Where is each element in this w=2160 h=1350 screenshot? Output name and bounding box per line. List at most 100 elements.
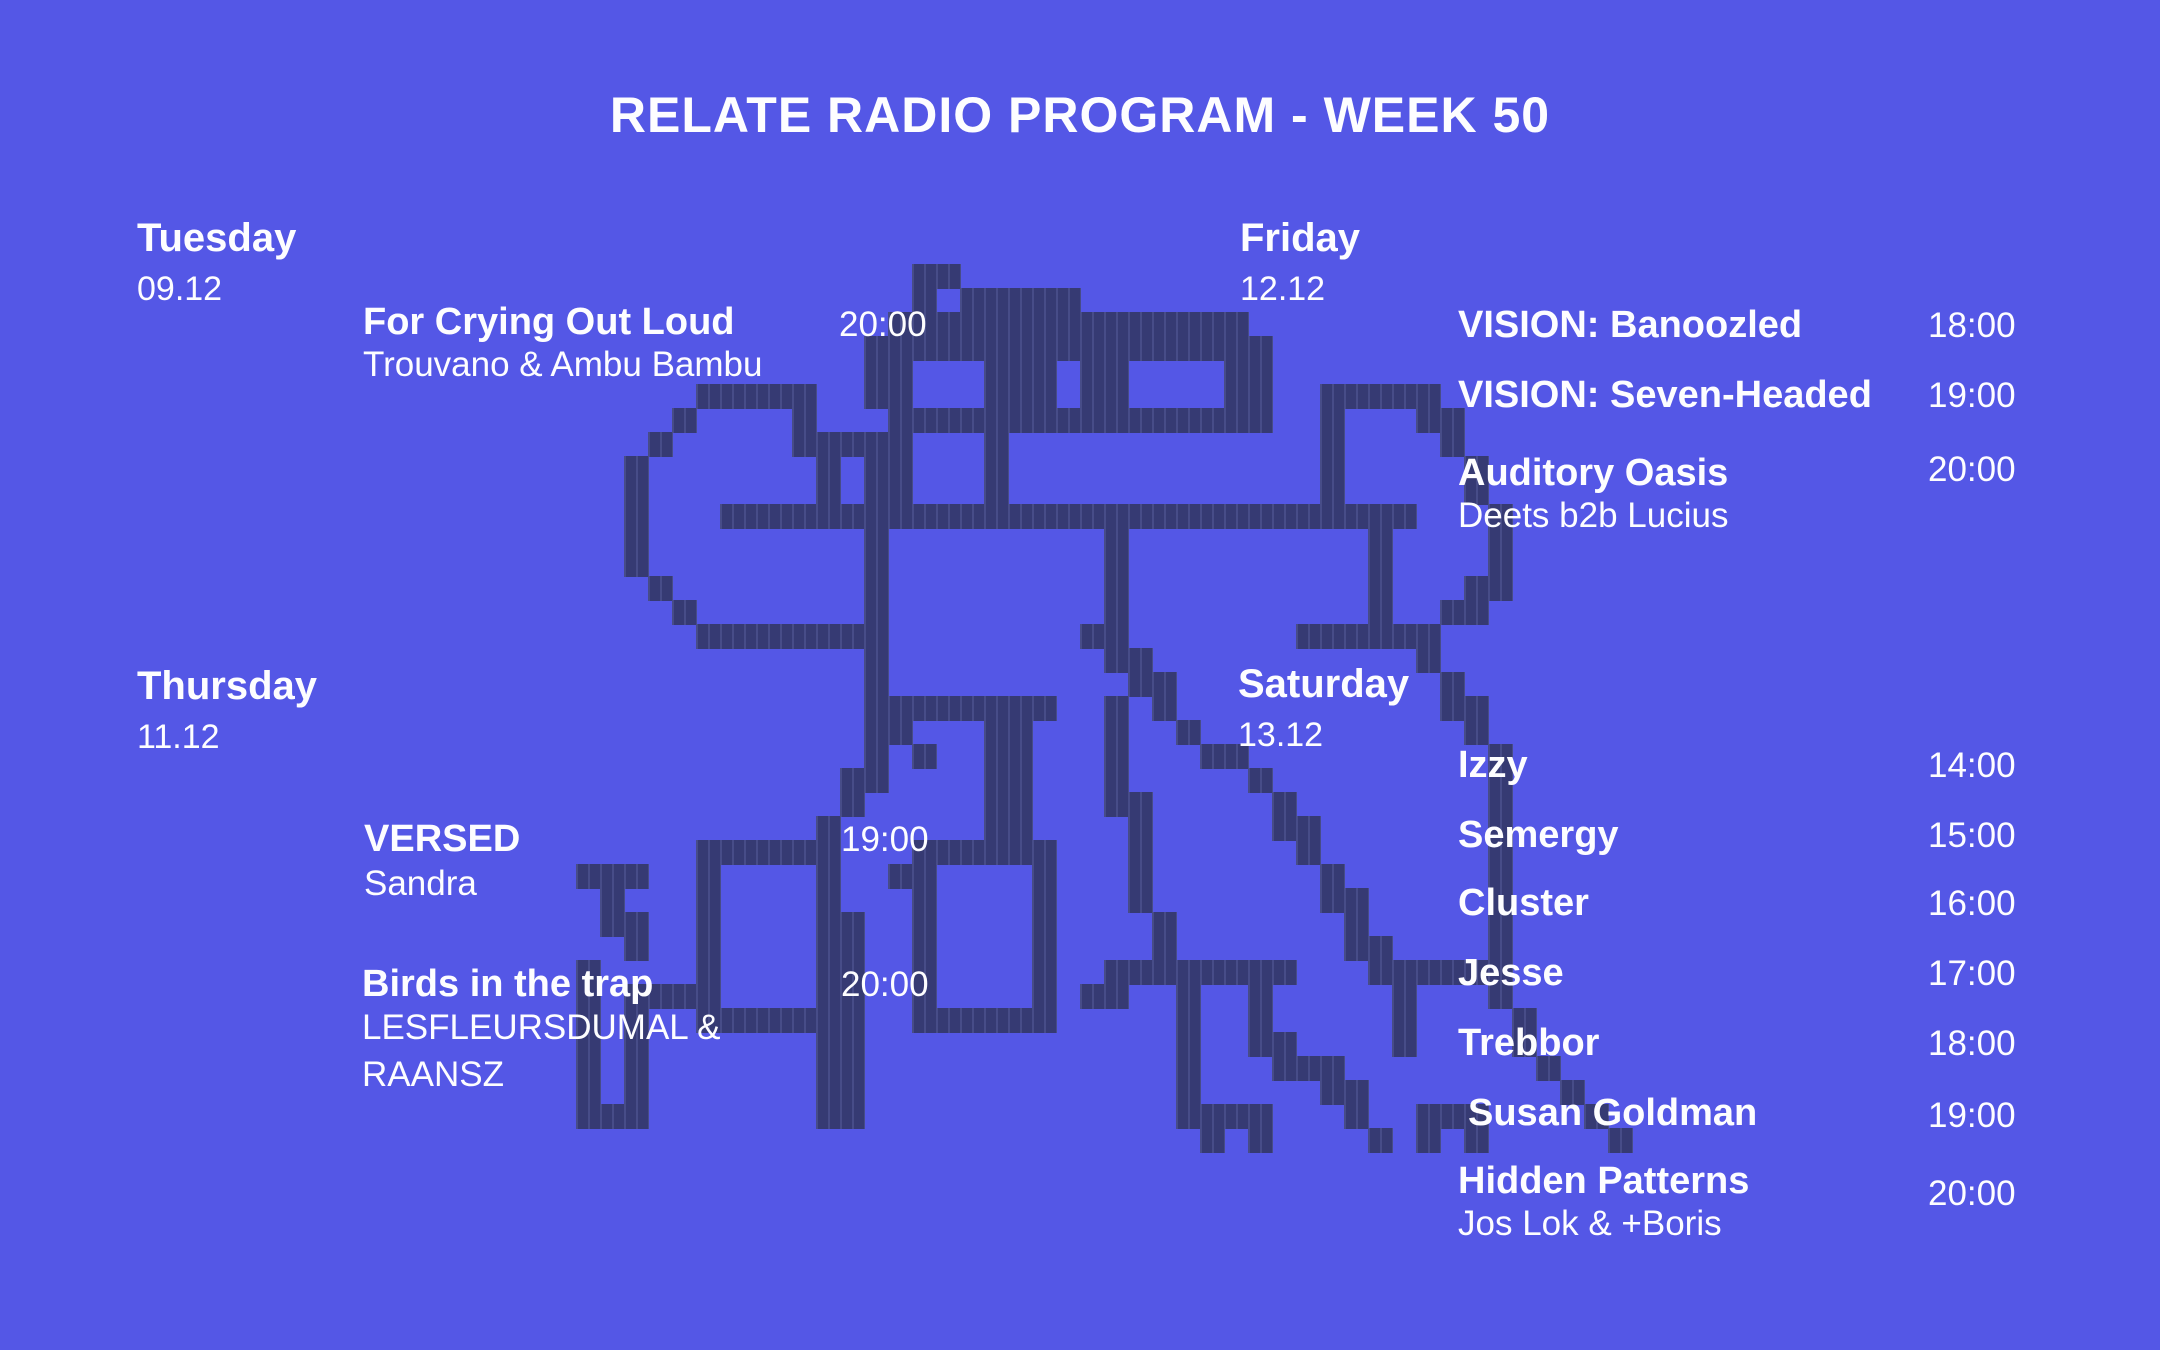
art-cell <box>1008 312 1033 337</box>
art-cell <box>1200 1128 1225 1153</box>
event-time: 19:00 <box>1928 1096 2016 1135</box>
art-cell <box>1128 792 1153 817</box>
art-cell <box>1032 984 1057 1009</box>
art-cell <box>888 408 913 433</box>
art-cell <box>1032 696 1057 721</box>
art-cell <box>1008 384 1033 409</box>
art-cell <box>816 1104 841 1129</box>
art-cell <box>696 624 721 649</box>
art-cell <box>912 264 937 289</box>
event-artist: Jos Lok & +Boris <box>1458 1204 1722 1243</box>
art-cell <box>1104 960 1129 985</box>
art-cell <box>1200 312 1225 337</box>
art-cell <box>1488 552 1513 577</box>
art-cell <box>1032 840 1057 865</box>
art-cell <box>1104 624 1129 649</box>
art-cell <box>864 528 889 553</box>
art-cell <box>1368 600 1393 625</box>
pixel-art-creature <box>576 240 1633 1153</box>
art-cell <box>1320 384 1345 409</box>
art-cell <box>1032 504 1057 529</box>
art-cell <box>1488 792 1513 817</box>
art-cell <box>768 624 793 649</box>
art-cell <box>864 624 889 649</box>
art-cell <box>624 1080 649 1105</box>
art-cell <box>1032 336 1057 361</box>
art-cell <box>696 1008 721 1033</box>
event-time: 20:00 <box>841 965 929 1004</box>
art-cell <box>576 984 601 1009</box>
art-cell <box>1272 960 1297 985</box>
art-cell <box>1080 624 1105 649</box>
event-time: 20:00 <box>1928 1174 2016 1213</box>
art-cell <box>1344 936 1369 961</box>
art-cell <box>1080 312 1105 337</box>
art-cell <box>912 504 937 529</box>
art-cell <box>1344 624 1369 649</box>
art-cell <box>720 624 745 649</box>
art-cell <box>936 336 961 361</box>
art-cell <box>1104 408 1129 433</box>
art-cell <box>984 768 1009 793</box>
art-cell <box>816 624 841 649</box>
event-time: 20:00 <box>839 305 927 344</box>
art-cell <box>888 456 913 481</box>
art-cell <box>792 408 817 433</box>
event-artist: Trouvano & Ambu Bambu <box>363 345 763 384</box>
art-cell <box>984 720 1009 745</box>
event-time: 19:00 <box>841 820 929 859</box>
art-cell <box>1296 840 1321 865</box>
art-cell <box>1032 384 1057 409</box>
art-cell <box>840 1080 865 1105</box>
art-cell <box>1368 504 1393 529</box>
art-cell <box>936 504 961 529</box>
art-cell <box>1152 312 1177 337</box>
art-cell <box>936 264 961 289</box>
art-cell <box>1464 696 1489 721</box>
day-date-saturday: 13.12 <box>1238 716 1324 754</box>
event-artist: LESFLEURSDUMAL & <box>362 1008 721 1047</box>
art-cell <box>744 840 769 865</box>
event-time: 20:00 <box>1928 450 2016 489</box>
art-cell <box>1176 408 1201 433</box>
art-cell <box>984 312 1009 337</box>
day-label-saturday: Saturday <box>1238 662 1410 706</box>
art-cell <box>1008 720 1033 745</box>
art-cell <box>672 408 697 433</box>
art-cell <box>1008 840 1033 865</box>
art-cell <box>1488 984 1513 1009</box>
art-cell <box>816 984 841 1009</box>
art-cell <box>1080 504 1105 529</box>
art-cell <box>1104 600 1129 625</box>
art-cell <box>840 432 865 457</box>
art-cell <box>864 720 889 745</box>
art-cell <box>816 816 841 841</box>
art-cell <box>1032 960 1057 985</box>
art-cell <box>696 888 721 913</box>
art-cell <box>1008 768 1033 793</box>
art-cell <box>1536 1056 1561 1081</box>
art-cell <box>864 552 889 577</box>
art-cell <box>1032 408 1057 433</box>
art-cell <box>1392 384 1417 409</box>
art-cell <box>984 384 1009 409</box>
art-cell <box>1224 744 1249 769</box>
art-cell <box>1248 360 1273 385</box>
art-cell <box>960 696 985 721</box>
art-cell <box>888 864 913 889</box>
art-cell <box>624 1032 649 1057</box>
art-cell <box>1176 504 1201 529</box>
art-cell <box>984 360 1009 385</box>
day-label-tuesday: Tuesday <box>137 216 297 260</box>
art-cell <box>864 768 889 793</box>
art-cell <box>624 1008 649 1033</box>
art-cell <box>1560 1080 1585 1105</box>
art-cell <box>576 1104 601 1129</box>
art-cell <box>1056 312 1081 337</box>
event-title: Jesse <box>1458 952 1564 994</box>
art-cell <box>816 480 841 505</box>
art-cell <box>1440 1104 1465 1129</box>
event-title: Hidden Patterns <box>1458 1160 1750 1202</box>
art-cell <box>984 744 1009 769</box>
art-cell <box>888 384 913 409</box>
